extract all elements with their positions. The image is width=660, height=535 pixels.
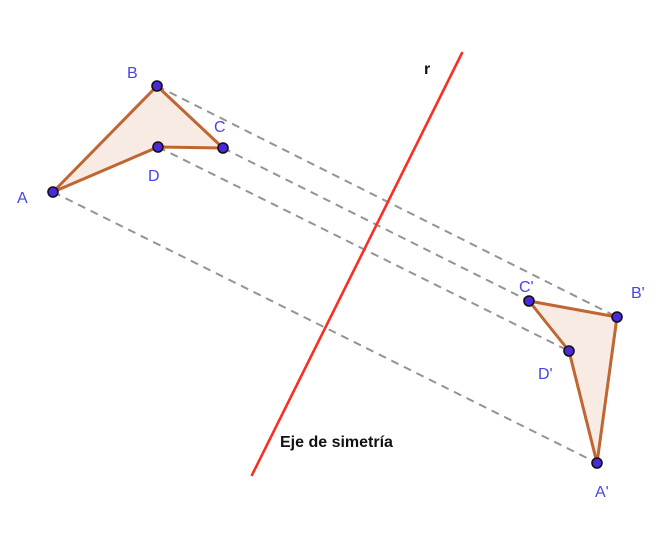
point-D'[interactable] (563, 345, 575, 357)
point-label-B: B (127, 65, 138, 82)
point-C'[interactable] (523, 295, 535, 307)
point-label-C': C' (519, 279, 534, 296)
symmetry-axis-line[interactable] (250, 51, 464, 477)
point-A'[interactable] (591, 457, 603, 469)
point-label-B': B' (631, 285, 645, 302)
point-label-A': A' (595, 484, 609, 501)
dashed-segment-A-A' (52, 191, 598, 464)
point-C[interactable] (217, 142, 229, 154)
caption-eje-de-simetria: Eje de simetría (280, 434, 393, 451)
point-D[interactable] (152, 141, 164, 153)
point-label-D': D' (538, 366, 553, 383)
point-B[interactable] (151, 80, 163, 92)
point-B'[interactable] (611, 311, 623, 323)
point-label-D: D (148, 168, 160, 185)
point-label-C: C (214, 119, 226, 136)
polygon-ABCD[interactable] (51, 84, 225, 194)
point-A[interactable] (47, 186, 59, 198)
point-label-A: A (17, 190, 28, 207)
axis-label-r: r (424, 61, 430, 78)
